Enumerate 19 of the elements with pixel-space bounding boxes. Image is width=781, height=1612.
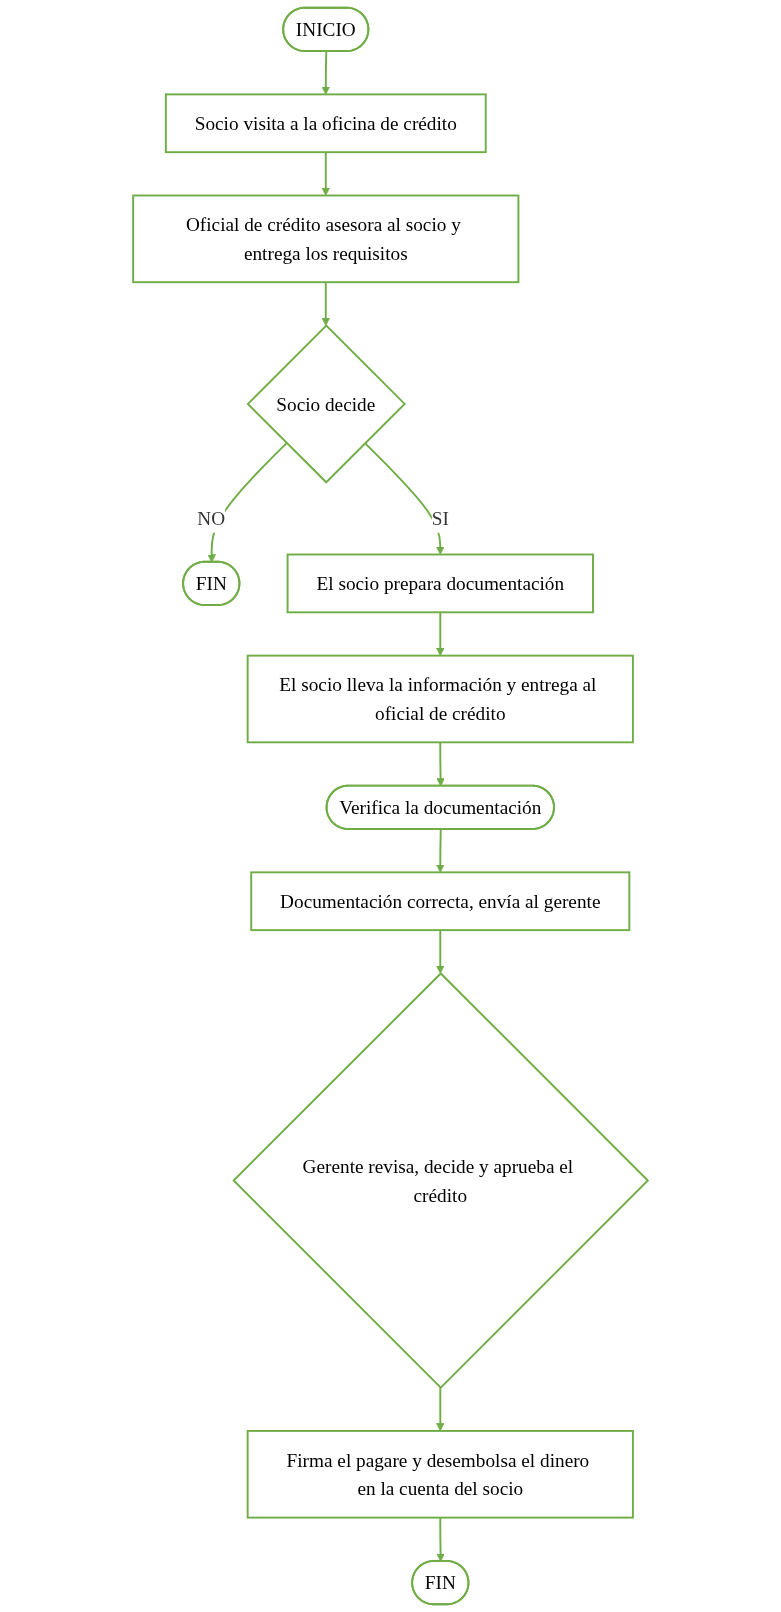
edge-label: SI <box>431 507 449 529</box>
arrow <box>436 1516 445 1562</box>
node-diamond: Socio decide <box>246 324 406 484</box>
arrow <box>436 929 445 974</box>
arrow <box>436 611 445 656</box>
arrow <box>436 828 445 873</box>
arrow <box>321 50 330 95</box>
node-diamond: Gerente revisa, decide y aprueba el crédito <box>232 972 650 1389</box>
arrow <box>321 281 330 326</box>
arrow <box>436 1386 445 1432</box>
node-box: Documentación correcta, envía al gerente <box>250 871 631 932</box>
edge-label: NO <box>197 507 226 529</box>
node-box: Socio visita a la oficina de crédito <box>164 93 487 154</box>
arrow <box>436 741 445 787</box>
arrow <box>321 151 330 196</box>
node-box: Firma el pagare y desembolsa el dinero en la cuenta del socio <box>246 1429 634 1519</box>
node-box: El socio prepara documentación <box>286 553 594 614</box>
node-box: Oficial de crédito asesora al socio y entrega los requisitos <box>132 194 520 284</box>
node-box: El socio lleva la información y entrega al oficial de crédito <box>246 654 634 744</box>
